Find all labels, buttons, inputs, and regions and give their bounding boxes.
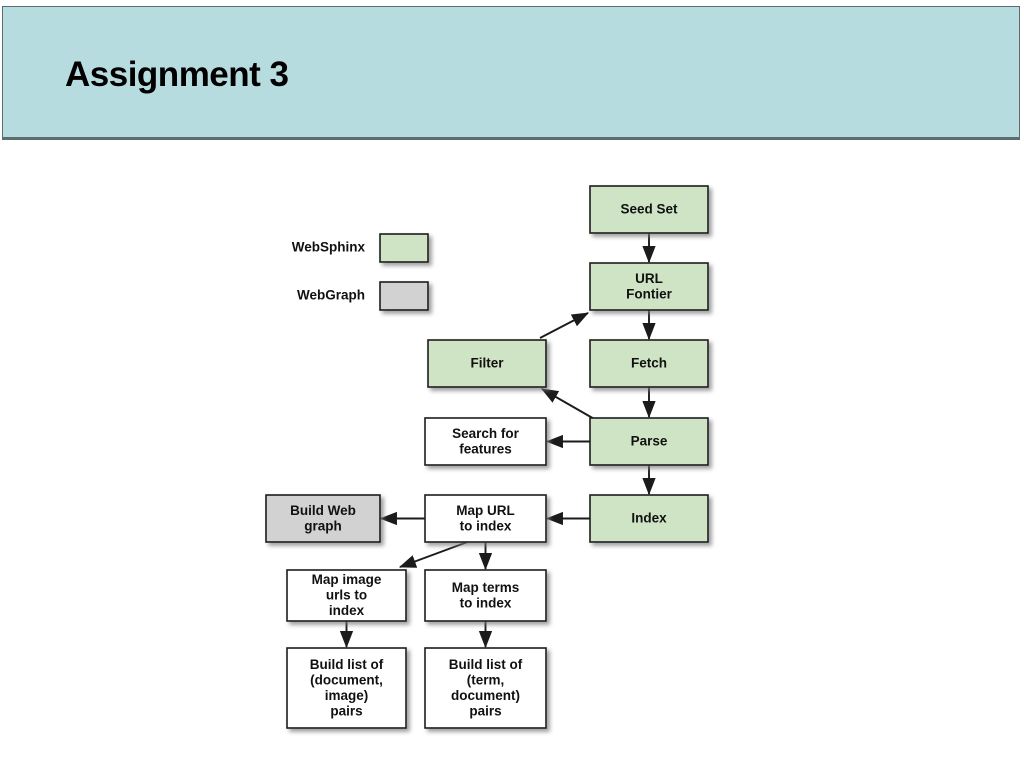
edge-filter-to-frontier [539,312,590,339]
node-box [286,647,407,729]
node-box [265,494,381,543]
node-buildterm: Build list of(term,document)pairs [424,647,547,729]
node-box [589,417,709,466]
edge-parse-to-filter [541,388,597,421]
slide-header-banner: Assignment 3 [2,6,1020,140]
legend-label: WebGraph [297,288,365,303]
node-box [424,494,547,543]
node-box [589,339,709,388]
node-box [589,262,709,311]
node-fetch: Fetch [589,339,709,388]
node-box [424,647,547,729]
node-box [427,339,547,388]
node-box [589,494,709,543]
node-buildimg: Build list of(document,image)pairs [286,647,407,729]
node-parse: Parse [589,417,709,466]
node-box [424,569,547,622]
edge-mapurl-to-mapimage [398,541,468,568]
node-box [589,185,709,234]
legend-item-webgraph: WebGraph [297,281,429,311]
legend-swatch [379,281,429,311]
legend-item-websphinx: WebSphinx [292,233,429,263]
page-title: Assignment 3 [65,55,289,94]
legend-swatch [379,233,429,263]
node-filter: Filter [427,339,547,388]
node-box [286,569,407,622]
node-seed: Seed Set [589,185,709,234]
node-box [424,417,547,466]
legend-label: WebSphinx [292,240,366,255]
diagram-edges [339,233,656,649]
node-index: Index [589,494,709,543]
